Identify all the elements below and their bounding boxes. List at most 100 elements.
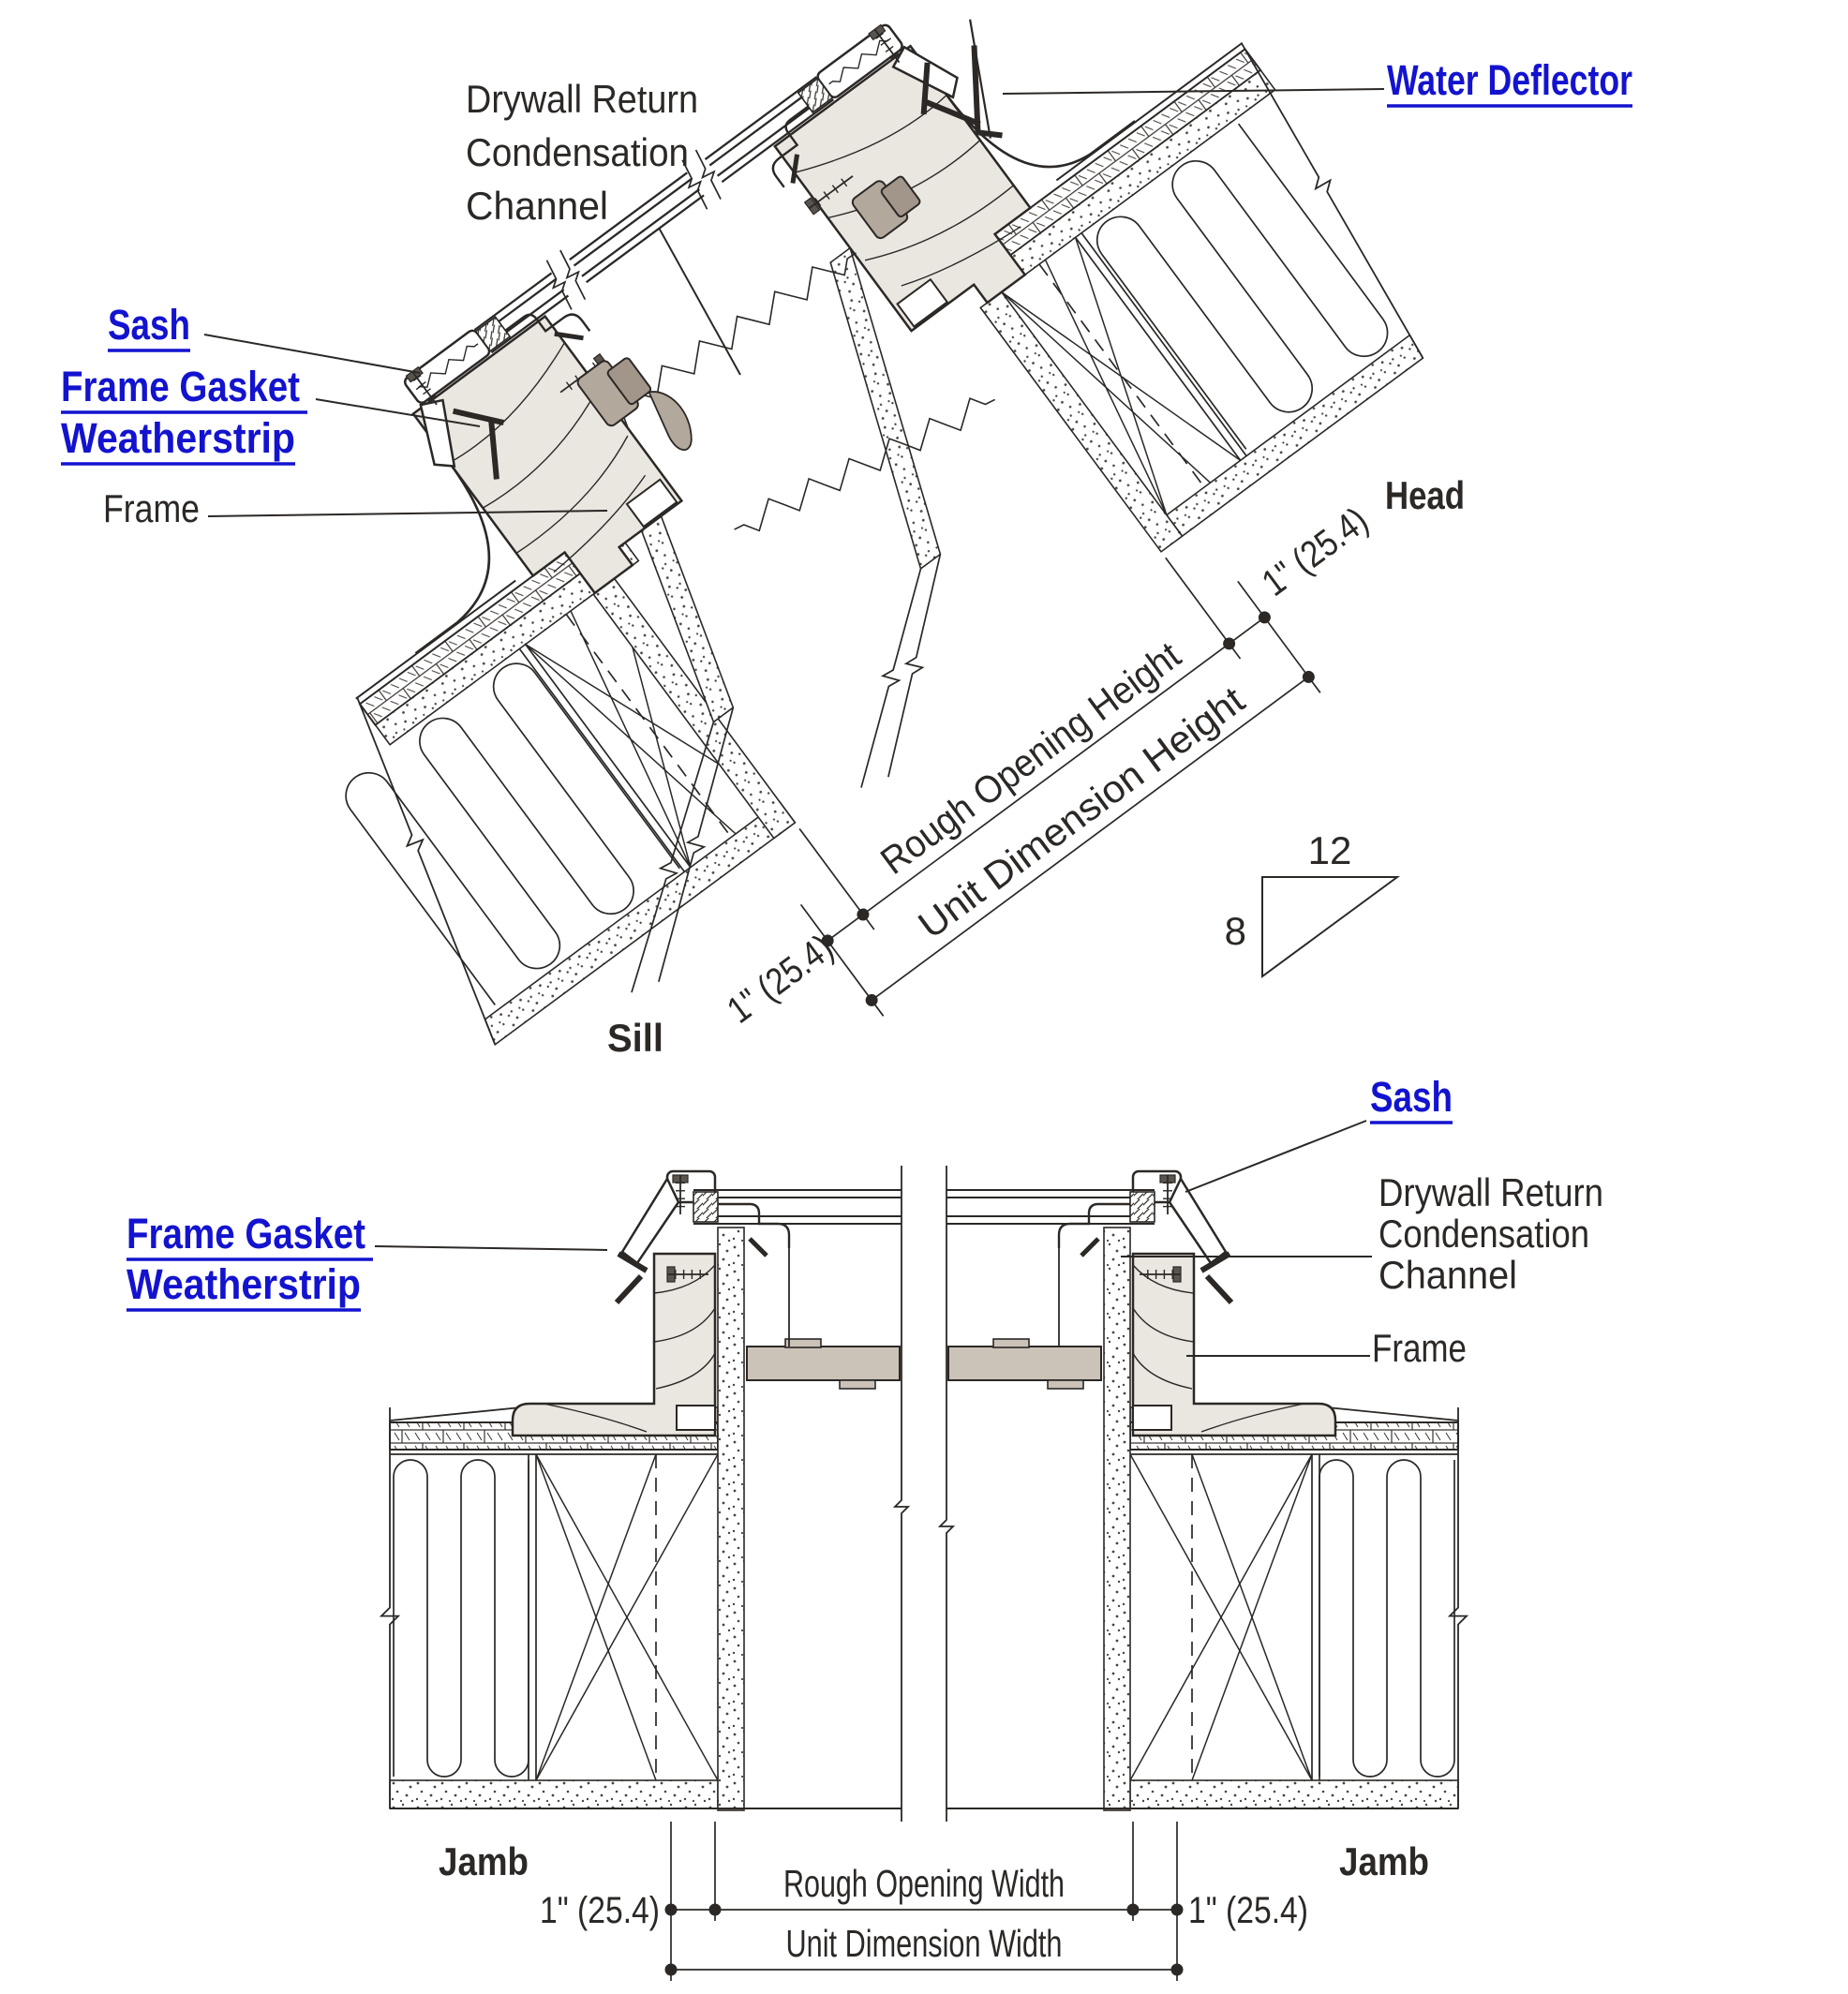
- screw-thread: [841, 178, 848, 187]
- top-sash-label[interactable]: Sash: [108, 301, 190, 349]
- screw-shaft: [808, 175, 854, 210]
- glazing-spacer: [474, 316, 512, 352]
- top-drywall-return-label-line3: Channel: [466, 184, 608, 228]
- head-condensation-channel: [771, 91, 829, 188]
- sill-frame-gasket-flap: [487, 417, 499, 480]
- right-wall-insulation-batt: [1319, 1459, 1455, 1778]
- screw-thread: [885, 45, 894, 52]
- head-label: Head: [1385, 473, 1465, 517]
- head-frame-grain: [901, 226, 1021, 287]
- dimension-dot: [1126, 1903, 1140, 1916]
- head-frame-gasket-flap: [921, 97, 981, 127]
- bottom-frame-label: Frame: [1372, 1326, 1467, 1370]
- head-cross-bracing: [1044, 259, 1168, 515]
- right-wall-outer-break-line: [1447, 1407, 1469, 1808]
- head-frame-grain: [864, 185, 1014, 261]
- top-frame-leader: [207, 510, 608, 517]
- left-drywall-channel-bar: [746, 1346, 901, 1381]
- dimension-dot: [857, 908, 870, 921]
- sill-frame-rabbet: [625, 478, 678, 528]
- glazing-outer-pane-top: [473, 76, 818, 332]
- center-break-line: [937, 1166, 956, 1822]
- dimension-dot: [1258, 611, 1271, 624]
- one-inch-label-right: 1" (25.4): [1188, 1890, 1308, 1931]
- glazing-outer-pane-bottom: [478, 82, 822, 337]
- head-stud-line: [1074, 236, 1242, 461]
- left-frame-grain: [653, 1307, 716, 1343]
- sill-channel-weatherstrip: [554, 331, 584, 341]
- shaft-break-sawtooth: [631, 252, 857, 401]
- dimension-dot: [1170, 1903, 1184, 1916]
- head-stud-line: [1080, 232, 1247, 457]
- top-drywall-return-label-line1: Drywall Return: [466, 77, 698, 121]
- head-sash-gasket-zigzag: [828, 37, 891, 85]
- center-break-line: [892, 1166, 911, 1822]
- one-inch-label-sill: 1" (25.4): [720, 927, 841, 1032]
- head-cross-bracing: [1074, 237, 1168, 515]
- head-frame-gasket-flap: [920, 62, 931, 115]
- bottom-glazing-spacer-left: [693, 1191, 719, 1223]
- top-frame-gasket-label-line1[interactable]: Frame Gasket: [61, 363, 300, 410]
- dimension-dot: [664, 1903, 678, 1916]
- right-frame-grain: [1200, 1403, 1305, 1433]
- screw-shaft: [411, 370, 438, 406]
- left-wall-cross-bracing: [535, 1453, 657, 1781]
- glazing-break-line: [681, 159, 708, 210]
- top-frame-gasket-label-line2[interactable]: Weatherstrip: [61, 414, 295, 462]
- left-channel-weatherstrip: [748, 1237, 768, 1257]
- jamb-label-left: Jamb: [439, 1839, 529, 1883]
- dimension-dot: [865, 993, 878, 1006]
- rough-opening-width-label: Rough Opening Width: [783, 1862, 1065, 1905]
- bottom-frame-gasket-label-line1[interactable]: Frame Gasket: [127, 1210, 365, 1257]
- sill-frame-grain: [515, 435, 629, 554]
- one-inch-label-left: 1" (25.4): [540, 1890, 660, 1931]
- left-frame-rabbet: [676, 1405, 716, 1431]
- top-drywall-return-label-line2: Condensation: [466, 130, 689, 174]
- left-frame-grain: [653, 1264, 716, 1294]
- bottom-drywall-return-label-line2: Condensation: [1379, 1212, 1589, 1256]
- left-wall-insulation-batt: [393, 1459, 529, 1778]
- right-drywall-channel-bar: [947, 1346, 1102, 1381]
- sill-shaft-line: [631, 722, 715, 993]
- right-wall-ceiling-speckle: [1129, 1779, 1459, 1809]
- right-channel-tab: [1047, 1379, 1084, 1390]
- unit-dimension-width-label: Unit Dimension Width: [786, 1922, 1063, 1965]
- bottom-sash-label[interactable]: Sash: [1370, 1073, 1453, 1121]
- right-wall-cross-bracing: [1191, 1453, 1313, 1781]
- head-band-break-line: [1240, 41, 1424, 359]
- dimension-dot: [1223, 637, 1236, 650]
- glazing-spacer: [797, 77, 834, 114]
- right-sash-leg: [1168, 1176, 1228, 1265]
- sill-stud-line: [525, 644, 692, 869]
- screw-thread: [565, 381, 573, 391]
- glazing-inner-pane-top: [485, 92, 830, 348]
- sill-hardware-block: [606, 357, 652, 406]
- sill-frame-grain: [553, 474, 647, 573]
- right-channel-tab: [992, 1338, 1030, 1348]
- one-inch-label-head: 1" (25.4): [1255, 499, 1376, 604]
- rough-opening-height-dim-line: [827, 617, 1265, 942]
- sill-condensation-channel: [484, 313, 591, 347]
- left-frame-grain: [655, 1352, 716, 1390]
- dimension-dot: [1302, 670, 1315, 683]
- right-wall-counterflashing: [1326, 1406, 1459, 1423]
- screw-thread: [875, 32, 885, 39]
- glazing-break-mask: [545, 252, 592, 304]
- dimension-dot: [708, 1903, 722, 1916]
- left-frame-grain: [543, 1403, 648, 1433]
- dimension-dot: [1170, 1963, 1184, 1976]
- bottom-glazing-spacer-right: [1129, 1191, 1155, 1223]
- screw-thread: [412, 374, 422, 382]
- bottom-frame-gasket-leader: [374, 1245, 608, 1251]
- sill-flashing-curve: [414, 462, 491, 655]
- head-channel-weatherstrip: [790, 154, 800, 184]
- sill-cavity: [379, 578, 780, 1019]
- right-channel-weatherstrip: [1080, 1237, 1100, 1257]
- water-deflector-label[interactable]: Water Deflector: [1387, 56, 1632, 104]
- sill-label: Sill: [607, 1016, 663, 1060]
- bottom-frame-gasket-label-line2[interactable]: Weatherstrip: [127, 1260, 361, 1308]
- head-shaft-line: [860, 568, 922, 788]
